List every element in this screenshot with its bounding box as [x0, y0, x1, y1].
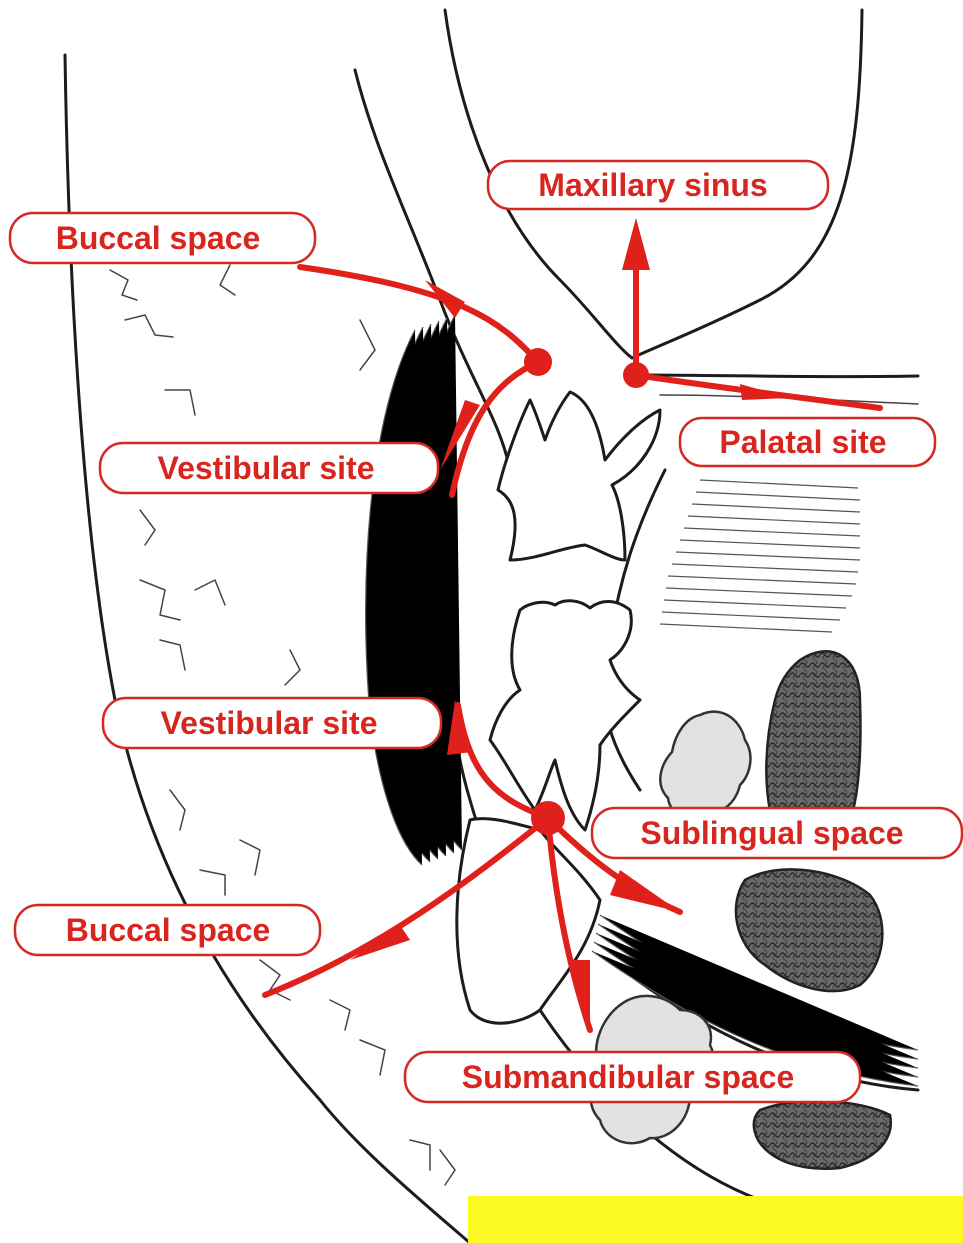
lower-molar-tooth: [490, 601, 640, 830]
label-sublingual-space: Sublingual space: [592, 808, 962, 858]
svg-text:Buccal space: Buccal space: [66, 912, 271, 948]
svg-text:Maxillary sinus: Maxillary sinus: [538, 167, 767, 203]
palate-contour: [640, 375, 918, 377]
lower-infection-focus: [531, 801, 565, 835]
label-buccal-space-upper: Buccal space: [10, 213, 315, 263]
sublingual-gland: [660, 712, 750, 818]
svg-text:Palatal site: Palatal site: [719, 424, 886, 460]
svg-text:Sublingual space: Sublingual space: [640, 815, 903, 851]
svg-text:Submandibular space: Submandibular space: [462, 1059, 795, 1095]
label-submandibular-space: Submandibular space: [405, 1052, 860, 1102]
buccinator-muscle: [366, 315, 462, 865]
label-buccal-space-lower: Buccal space: [15, 905, 320, 955]
digastric-muscle: [754, 1101, 891, 1169]
svg-text:Buccal space: Buccal space: [56, 220, 261, 256]
label-vestibular-site-lower: Vestibular site: [103, 698, 441, 748]
svg-text:Vestibular site: Vestibular site: [158, 450, 375, 486]
label-palatal-site: Palatal site: [680, 418, 935, 466]
label-maxillary-sinus: Maxillary sinus: [488, 161, 828, 209]
svg-text:Vestibular site: Vestibular site: [161, 705, 378, 741]
upper-infection-focus: [524, 348, 552, 376]
tongue-muscle: [660, 480, 860, 632]
yellow-highlight-banner: [468, 1196, 963, 1243]
label-vestibular-site-upper: Vestibular site: [100, 443, 438, 493]
geniohyoid-muscle: [736, 869, 882, 991]
palatal-infection-focus: [623, 362, 649, 388]
